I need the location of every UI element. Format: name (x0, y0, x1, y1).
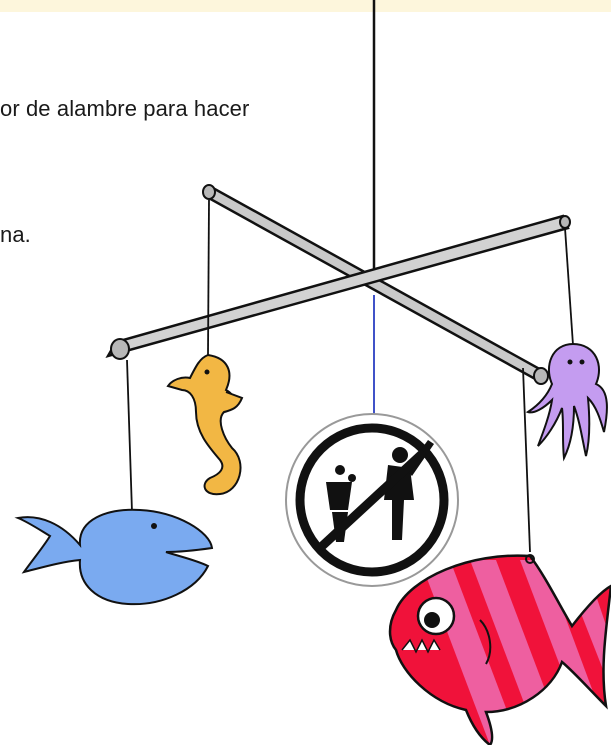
body-text-line-1: or de alambre para hacer (0, 96, 250, 121)
front-rod (105, 214, 571, 360)
whale-string (126, 359, 133, 513)
seahorse-string (207, 199, 210, 356)
top-highlight-band (0, 0, 611, 12)
fish-string (522, 367, 531, 553)
back-rod (202, 184, 549, 385)
octopus-icon (525, 342, 608, 462)
octopus-string (564, 227, 574, 346)
whale-icon (14, 508, 214, 606)
body-text-line-2: na. (0, 222, 31, 247)
seahorse-icon (166, 353, 244, 496)
striped-fish-icon (388, 554, 611, 745)
no-littering-sign-icon (285, 413, 459, 587)
